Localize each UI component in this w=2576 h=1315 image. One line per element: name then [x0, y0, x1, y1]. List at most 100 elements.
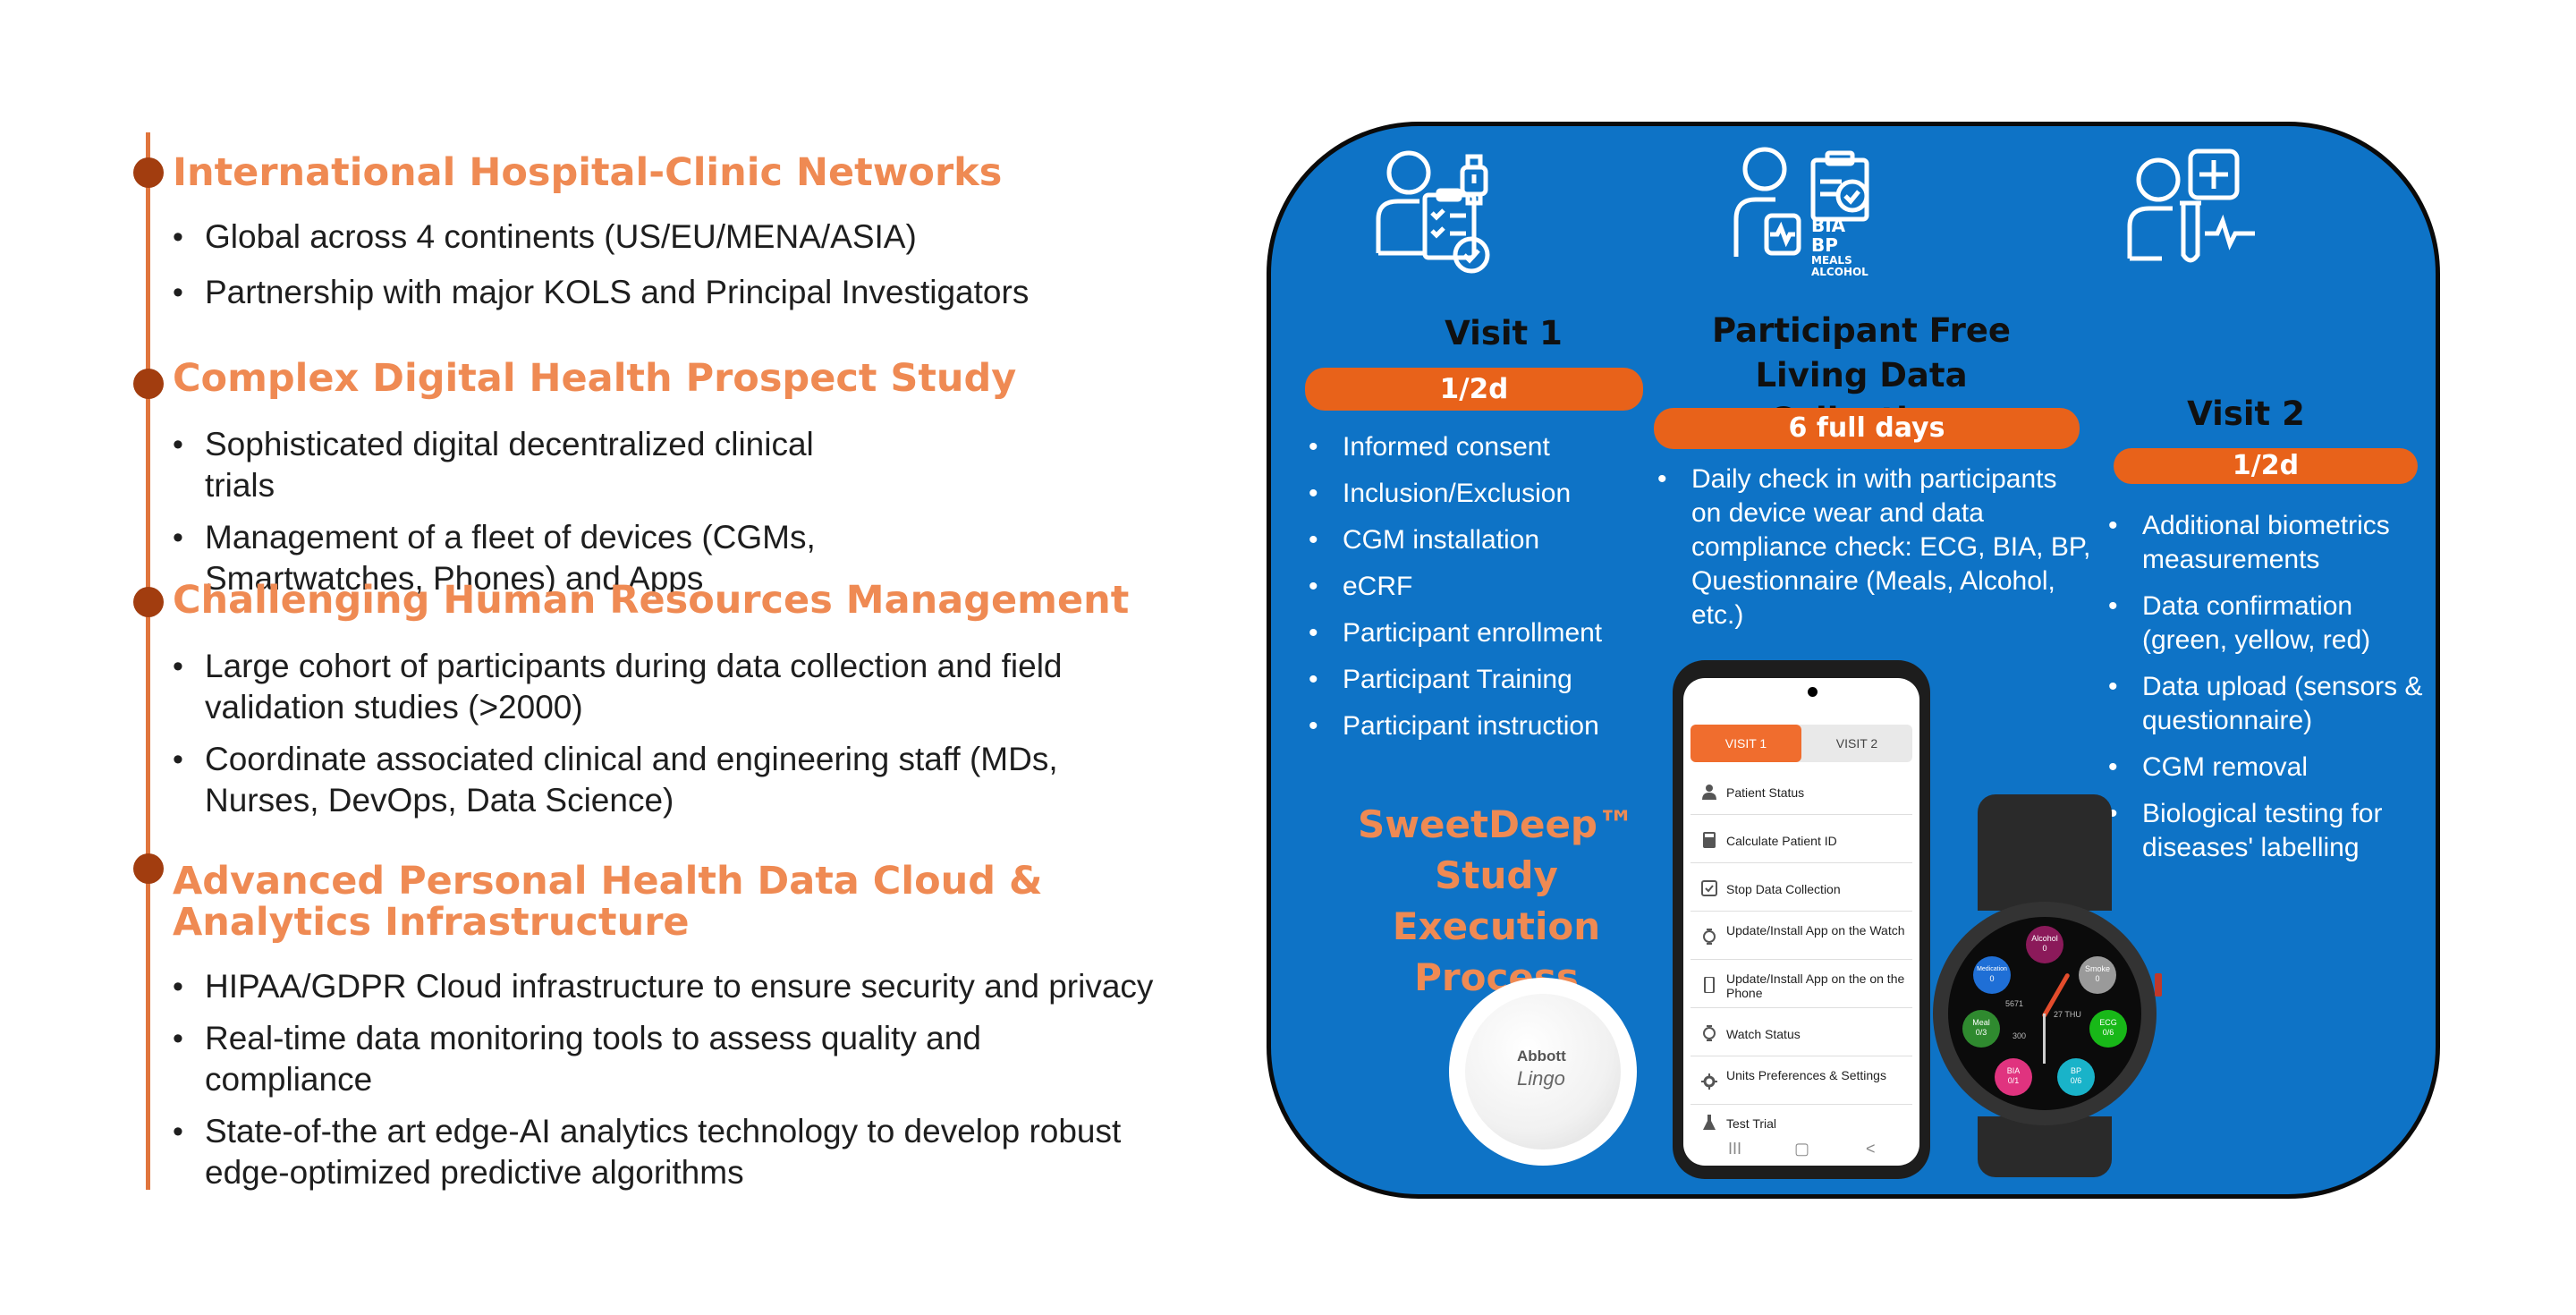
- visit1-bullet: Inclusion/Exclusion: [1307, 477, 1656, 511]
- bullet-item: Large cohort of participants during data…: [173, 646, 1076, 728]
- visit2-bullet: CGM removal: [2106, 751, 2436, 785]
- section-cloud-infrastructure: Advanced Personal Health Data Cloud & An…: [133, 853, 1228, 1193]
- section-title: Complex Digital Health Prospect Study: [173, 356, 1017, 401]
- visit-tab-bar: VISIT 1 VISIT 2: [1690, 725, 1912, 762]
- sensor-brand-label: Abbott: [1517, 1048, 1566, 1065]
- menu-patient-status[interactable]: Patient Status: [1690, 771, 1912, 815]
- visit1-bullet: Informed consent: [1307, 430, 1656, 464]
- complication-ecg: ECG 0/6: [2089, 1010, 2127, 1048]
- bullet-list: Sophisticated digital decentralized clin…: [173, 424, 852, 599]
- menu-calculate-patient-id[interactable]: Calculate Patient ID: [1690, 819, 1912, 863]
- menu-update-watch-app[interactable]: Update/Install App on the Watch: [1690, 916, 1912, 960]
- stop-icon: [1701, 880, 1717, 896]
- cgm-sensor-body: Abbott Lingo: [1465, 994, 1621, 1150]
- free-living-icon-labels: BIA BP MEALS ALCOHOL: [1811, 216, 1868, 278]
- visit1-duration-badge: 1/2d: [1305, 368, 1643, 411]
- complication-value: 0: [2095, 974, 2100, 983]
- visit2-bullet: Data confirmation (green, yellow, red): [2106, 590, 2436, 658]
- bullet-item: State-of-the art edge-AI analytics techn…: [173, 1111, 1153, 1193]
- icon-label-alcohol: ALCOHOL: [1811, 266, 1868, 278]
- menu-label: Update/Install App on the Watch: [1726, 923, 1905, 937]
- menu-label: Stop Data Collection: [1726, 882, 1841, 896]
- menu-watch-status[interactable]: Watch Status: [1690, 1013, 1912, 1056]
- watch-strap-bottom: [1978, 1116, 2112, 1177]
- icon-label-meals: MEALS: [1811, 254, 1852, 267]
- bullet-list: HIPAA/GDPR Cloud infrastructure to ensur…: [173, 966, 1183, 1193]
- complication-value: 0/6: [2070, 1076, 2082, 1085]
- tab-visit-1[interactable]: VISIT 1: [1690, 725, 1801, 762]
- medical-testing-icon: [2127, 148, 2255, 263]
- flask-icon: [1703, 1115, 1716, 1130]
- section-human-resources: Challenging Human Resources Management L…: [133, 578, 1228, 821]
- bullet-list: Global across 4 continents (US/EU/MENA/A…: [173, 216, 1228, 313]
- complication-medication: Medication 0: [1973, 956, 2011, 994]
- free-living-bullets: Daily check in with participants on devi…: [1656, 462, 2094, 645]
- watch-icon: [1703, 1025, 1716, 1041]
- section-title: Advanced Personal Health Data Cloud & An…: [173, 859, 1043, 945]
- complication-label: ECG: [2099, 1018, 2117, 1027]
- free-living-duration-badge: 6 full days: [1654, 408, 2080, 449]
- menu-label: Units Preferences & Settings: [1726, 1068, 1886, 1082]
- section-digital-health-study: Complex Digital Health Prospect Study So…: [133, 356, 1228, 599]
- bullet-item: Partnership with major KOLS and Principa…: [173, 272, 1228, 313]
- complication-value: 0: [1989, 974, 1995, 983]
- free-living-devices-icon: [1733, 147, 1869, 257]
- complication-bp: BP 0/6: [2057, 1058, 2095, 1096]
- complication-value: 0/6: [2102, 1028, 2114, 1037]
- watch-calories-readout: 300: [2012, 1031, 2027, 1040]
- visit2-title: Visit 2: [2187, 394, 2305, 433]
- complication-value: 0/3: [1975, 1028, 1987, 1037]
- section-hospital-networks: International Hospital-Clinic Networks G…: [133, 150, 1228, 313]
- bullet-item: Sophisticated digital decentralized clin…: [173, 424, 852, 506]
- watch-icon: [1703, 929, 1716, 945]
- watch-hand: [2043, 1014, 2046, 1064]
- menu-test-trial[interactable]: Test Trial: [1690, 1109, 1912, 1136]
- complication-label: Alcohol: [2031, 934, 2058, 943]
- visit2-duration-badge: 1/2d: [2114, 448, 2418, 484]
- menu-update-phone-app[interactable]: Update/Install App on the on the Phone: [1690, 964, 1912, 1008]
- sensor-product-label: Lingo: [1517, 1067, 1565, 1090]
- menu-label: Test Trial: [1726, 1116, 1777, 1131]
- tab-visit-2[interactable]: VISIT 2: [1835, 736, 1878, 751]
- menu-units-settings[interactable]: Units Preferences & Settings: [1690, 1061, 1912, 1105]
- timeline-dot: [133, 369, 164, 399]
- icon-label-bia: BIA: [1811, 215, 1846, 236]
- complication-value: 0: [2042, 944, 2047, 953]
- visit1-bullet: eCRF: [1307, 570, 1656, 604]
- section-title: International Hospital-Clinic Networks: [173, 150, 1003, 195]
- visit1-bullet: Participant instruction: [1307, 709, 1656, 743]
- calculator-icon: [1703, 832, 1716, 848]
- visit2-bullet: Additional biometrics measurements: [2106, 509, 2436, 577]
- back-button[interactable]: <: [1866, 1140, 1876, 1158]
- complication-label: Medication: [1977, 966, 2007, 972]
- complication-meal: Meal 0/3: [1962, 1010, 2000, 1048]
- complication-label: Smoke: [2084, 964, 2110, 973]
- section-title: Challenging Human Resources Management: [173, 578, 1130, 623]
- menu-label: Calculate Patient ID: [1726, 834, 1837, 848]
- clinician-clipboard-icon: [1376, 150, 1490, 274]
- watch-crown-button: [2155, 973, 2162, 997]
- phone-icon: [1704, 977, 1715, 993]
- phone-screen: VISIT 1 VISIT 2 Patient Status Calculate…: [1683, 678, 1919, 1166]
- complication-alcohol: Alcohol 0: [2026, 926, 2063, 963]
- study-process-panel: BIA BP MEALS ALCOHOL Visit 1 Participant…: [1267, 122, 2440, 1199]
- recents-button[interactable]: III: [1728, 1140, 1742, 1158]
- menu-stop-data-collection[interactable]: Stop Data Collection: [1690, 868, 1912, 912]
- complication-label: Meal: [1972, 1018, 1990, 1027]
- complication-value: 0/1: [2007, 1076, 2020, 1085]
- sweetdeep-brand-title: SweetDeep™ Study Execution Process: [1326, 799, 1666, 1003]
- menu-label: Update/Install App on the on the Phone: [1726, 971, 1905, 1000]
- android-nav-bar: III ▢ <: [1683, 1136, 1919, 1166]
- brand-line: SweetDeep™: [1358, 802, 1635, 846]
- smartphone-app-image: VISIT 1 VISIT 2 Patient Status Calculate…: [1673, 660, 1930, 1179]
- watch-strap-top: [1978, 794, 2112, 911]
- home-button[interactable]: ▢: [1794, 1140, 1810, 1158]
- visit2-bullets: Additional biometrics measurements Data …: [2106, 509, 2436, 878]
- timeline-dot: [133, 157, 164, 188]
- timeline-line: [146, 132, 150, 1190]
- brand-line: Study Execution: [1392, 853, 1601, 948]
- bullet-item: Global across 4 continents (US/EU/MENA/A…: [173, 216, 1228, 258]
- cgm-sensor-image: Abbott Lingo: [1449, 978, 1637, 1166]
- menu-label: Patient Status: [1726, 785, 1805, 800]
- phone-camera: [1808, 687, 1818, 697]
